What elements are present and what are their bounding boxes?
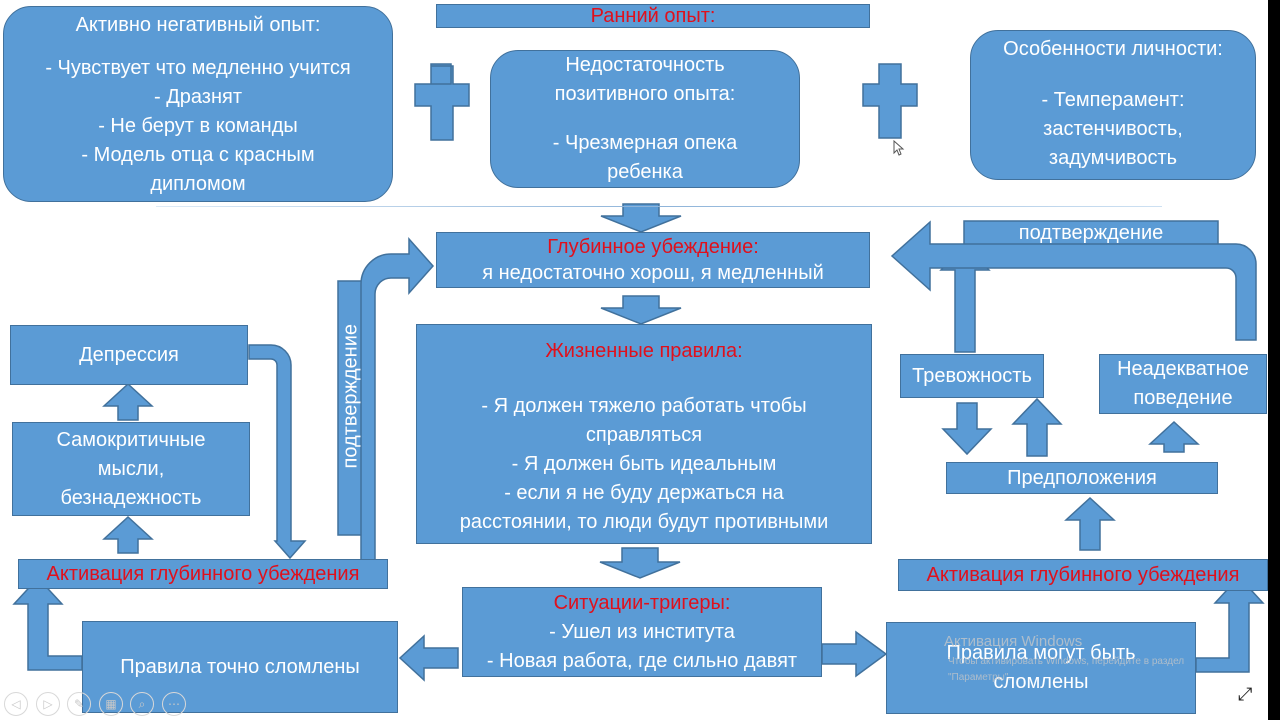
lack-positive-title-line: позитивного опыта: [554, 83, 736, 105]
arrow-down-to-life-rules [600, 295, 682, 325]
mouse-cursor-icon [893, 140, 905, 156]
windows-activation-watermark-text: Чтобы активировать Windows, перейдите в … [948, 656, 1185, 667]
arrow-left-to-rules-broken [398, 634, 459, 682]
inadequate-behavior-box: Неадекватное поведение [1099, 354, 1267, 414]
arrow-down-to-core-belief [600, 203, 682, 233]
plus-icon-left [414, 63, 470, 141]
arrow-right-to-rules-may-break [821, 630, 888, 678]
life-rules-item: - если я не буду держаться на [504, 482, 784, 504]
depression-box: Депрессия [10, 325, 248, 385]
pen-icon: ✎ [73, 697, 85, 711]
left-activation-label: Активация глубинного убеждения [46, 562, 360, 585]
life-rules-title: Жизненные правила: [545, 340, 743, 362]
arrow-down-to-triggers [599, 547, 681, 579]
negative-experience-item: - Чувствует что медленно учится [45, 57, 351, 79]
core-belief-box: Глубинное убеждение: я недостаточно хоро… [436, 232, 870, 288]
arrow-up-to-right-activation [1195, 575, 1265, 673]
arrow-up-to-inadequate [1148, 420, 1200, 453]
confirmation-bar-right [963, 220, 1219, 246]
lack-positive-item: - Чрезмерная опека [552, 132, 738, 154]
more-options-icon: ⋯ [168, 697, 180, 711]
assumptions-box: Предположения [946, 462, 1218, 494]
personality-title: Особенности личности: [1003, 38, 1223, 60]
self-critical-line: безнадежность [60, 486, 202, 509]
anxiety-box: Тревожность [900, 354, 1044, 398]
arrow-up-to-core-belief-left [360, 237, 435, 561]
life-rules-item: расстоянии, то люди будут противными [459, 511, 829, 533]
lack-positive-title-line: Недостаточность [565, 54, 725, 76]
personality-item: застенчивость, [1043, 118, 1183, 140]
right-activation-box: Активация глубинного убеждения [898, 559, 1268, 591]
triggers-title: Ситуации-тригеры: [553, 591, 731, 614]
arrow-up-to-self-critical [102, 515, 154, 554]
lack-positive-experience-box: Недостаточность позитивного опыта: - Чре… [490, 50, 800, 188]
rules-may-break-line: Правила могут быть [946, 642, 1136, 664]
windows-activation-watermark-title: Активация Windows [944, 633, 1083, 650]
plus-icon-right [862, 63, 918, 139]
inadequate-line: Неадекватное [1117, 358, 1249, 380]
core-belief-text: я недостаточно хорош, я медленный [482, 262, 824, 284]
lack-positive-item: ребенка [607, 161, 683, 183]
triggers-item: - Ушел из института [549, 620, 735, 643]
personality-item: - Темперамент: [1041, 89, 1185, 111]
arrow-up-to-left-activation [12, 576, 83, 671]
triggers-box: Ситуации-тригеры: - Ушел из института - … [462, 587, 822, 677]
negative-experience-item: - Не берут в команды [98, 115, 298, 137]
personality-item: задумчивость [1048, 147, 1178, 169]
personality-box: Особенности личности: - Темперамент: зас… [970, 30, 1256, 180]
arrow-down-to-assumptions [941, 402, 993, 456]
negative-experience-item: - Модель отца с красным [81, 144, 315, 166]
early-experience-header: Ранний опыт: [436, 4, 870, 28]
negative-experience-title: Активно негативный опыт: [75, 14, 321, 36]
self-critical-line: Самокритичные [56, 428, 206, 451]
triggers-item: - Новая работа, где сильно давят [486, 649, 798, 672]
previous-slide-icon: ◁ [11, 697, 21, 711]
arrow-confirmation-loop-right [890, 220, 1257, 341]
anxiety-label: Тревожность [912, 364, 1032, 387]
left-activation-box: Активация глубинного убеждения [18, 559, 388, 589]
zoom-icon: ⌕ [138, 696, 146, 711]
previous-slide-button[interactable]: ◁ [4, 692, 28, 716]
windows-activation-watermark-text2: "Параметры". [948, 672, 1012, 683]
arrow-up-to-depression [102, 382, 154, 421]
negative-experience-item: - Дразнят [154, 86, 242, 108]
rules-broken-box: Правила точно сломлены [82, 621, 398, 713]
life-rules-item: - Я должен тяжело работать чтобы [481, 395, 807, 417]
core-belief-title: Глубинное убеждение: [547, 236, 759, 258]
zoom-button[interactable]: ⌕ [130, 692, 154, 716]
early-experience-title: Ранний опыт: [590, 5, 716, 27]
arrow-up-to-assumptions [1064, 496, 1116, 551]
assumptions-label: Предположения [1007, 466, 1157, 489]
more-options-button[interactable]: ⋯ [162, 692, 186, 716]
divider-line [156, 206, 1162, 207]
arrow-up-to-anxiety [1011, 397, 1063, 457]
negative-experience-item: дипломом [150, 173, 246, 195]
right-activation-label: Активация глубинного убеждения [926, 563, 1240, 586]
confirmation-bar-left [337, 280, 363, 536]
arrow-depression-to-activation [248, 344, 307, 560]
next-slide-button[interactable]: ▷ [36, 692, 60, 716]
life-rules-item: справляться [585, 424, 703, 446]
self-critical-line: мысли, [97, 457, 165, 480]
depression-label: Депрессия [79, 343, 179, 366]
life-rules-item: - Я должен быть идеальным [511, 453, 777, 475]
negative-experience-box: Активно негативный опыт: - Чувствует что… [3, 6, 393, 202]
life-rules-box: Жизненные правила: - Я должен тяжело раб… [416, 324, 872, 544]
pen-tool-button[interactable]: ✎ [67, 692, 91, 716]
left-confirmation-label: подтверждение [339, 323, 362, 469]
right-confirmation-label: подтверждение [1018, 222, 1164, 244]
see-all-slides-button[interactable]: ▦ [99, 692, 123, 716]
inadequate-line: поведение [1133, 387, 1233, 409]
rules-may-break-line: сломлены [993, 671, 1089, 693]
resize-handle-icon[interactable]: ⤢ [1238, 684, 1253, 704]
self-critical-box: Самокритичные мысли, безнадежность [12, 422, 250, 516]
rules-may-break-box: Правила могут быть сломлены [886, 622, 1196, 714]
next-slide-icon: ▷ [43, 697, 53, 711]
rules-broken-label: Правила точно сломлены [120, 655, 360, 678]
slides-grid-icon: ▦ [105, 697, 117, 711]
